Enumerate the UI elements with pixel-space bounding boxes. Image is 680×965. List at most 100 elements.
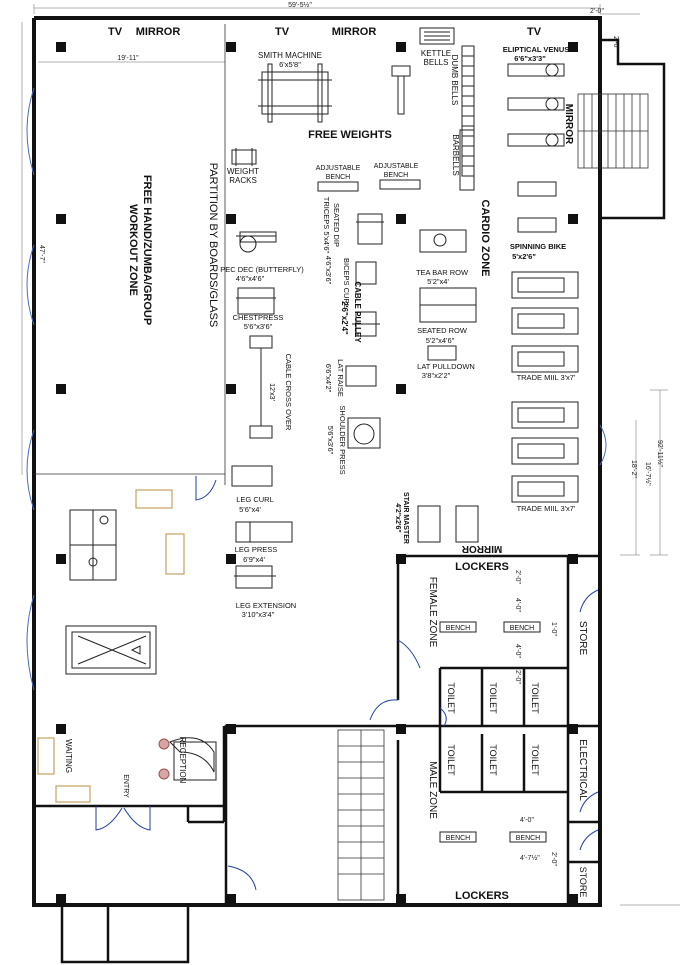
shoulder-press-line2: 5'6"x3'6"	[326, 426, 335, 455]
dimension-lines: 59'-5½" 2'-0" 2'-0" 19'-11" 47'-7" 92'-1…	[21, 1, 680, 906]
locker-dim-d: 4'-0"	[514, 644, 521, 658]
chest-press-size: 5'6"x3'6"	[244, 322, 273, 331]
leg-press: LEG PRESS 6'9"x4'	[235, 521, 293, 564]
dim-top-right-b: 2'-0"	[612, 36, 619, 50]
reception-label: RECEPTION	[178, 737, 187, 784]
dim-zone-width: 19'-11"	[117, 55, 139, 62]
shoulder-press-line1: SHOULDER PRESS	[338, 405, 347, 474]
locker-block	[396, 554, 600, 905]
reception-area: WAITING RECEPTION ENTRY	[34, 726, 226, 831]
cable-pulley-line1: CABLE PULLEY	[353, 281, 362, 343]
mirror-label-1: MIRROR	[136, 26, 181, 38]
lat-raise: LAT RAISE 6'6"x4'2"	[324, 359, 377, 397]
seated-dip-line1: SEATED DIP	[332, 203, 341, 247]
top-wall-labels: TV MIRROR TV MIRROR TV	[108, 26, 542, 38]
leg-curl-name: LEG CURL	[236, 495, 274, 504]
lat-pulldown: LAT PULLDOWN 3'8"x2'2"	[417, 345, 475, 380]
spinning-name: SPINNING BIKE	[510, 242, 566, 251]
toilet-2-label: TOILET	[488, 682, 498, 714]
leg-press-name: LEG PRESS	[235, 545, 278, 554]
columns	[56, 42, 578, 904]
kettle-bells-line1: KETTLE	[421, 49, 451, 58]
kettle-bells: KETTLE BELLS	[419, 27, 455, 67]
weight-racks-line1: WEIGHT	[227, 167, 259, 176]
adj-bench-1-line1: ADJUSTABLE	[316, 165, 361, 172]
leg-extension: LEG EXTENSION 3'10"x3'4"	[234, 565, 296, 619]
mirror-bottom-label: MIRROR	[461, 543, 502, 554]
kettle-bells-line2: BELLS	[424, 58, 449, 67]
locker-dim-c: 1'-0"	[550, 622, 557, 636]
bench-3-shape	[439, 831, 477, 843]
zone-cardio: CARDIO ZONE	[479, 200, 491, 277]
biceps-curl: BICEPS CURL 4'6"x3'6"	[324, 256, 377, 308]
barbells-label: BARBELLS	[451, 134, 460, 175]
spinning-bikes: SPINNING BIKE 5'x2'6"	[510, 181, 566, 261]
bench-4-label: BENCH	[516, 835, 541, 842]
seated-dip-triceps: SEATED DIP TRICEPS 5'x4'6"	[322, 197, 384, 254]
bench-1-shape	[439, 621, 477, 633]
adjustable-bench-1: ADJUSTABLE BENCH	[316, 165, 361, 192]
elliptical-size: 6'6"x3'3"	[514, 54, 546, 63]
male-zone-label: MALE ZONE	[427, 761, 438, 819]
store-top-label: STORE	[577, 621, 588, 656]
chest-press-name: CHESTPRESS	[233, 313, 284, 322]
electrical-label: ELECTRICAL	[577, 739, 588, 801]
waiting-label: WAITING	[64, 739, 73, 773]
cable-cross-size: 12'x3'	[268, 383, 275, 401]
leg-curl: LEG CURL 5'6"x4'	[231, 465, 274, 514]
seated-row-size: 5'2"x4'6"	[426, 336, 455, 345]
treadmill-top-label: TRADE MIIL 3'x7'	[517, 373, 576, 382]
biceps-curl-line2: 4'6"x3'6"	[324, 256, 333, 285]
male-dim-a: 4'-0"	[520, 817, 534, 824]
male-dim-b: 4'-7½"	[520, 854, 540, 862]
dim-right-total: 92'-11½"	[656, 440, 664, 468]
biceps-curl-line1: BICEPS CURL	[342, 258, 351, 308]
staircase-right	[577, 93, 649, 169]
weight-racks: WEIGHT RACKS	[227, 148, 259, 185]
leg-extension-size: 3'10"x3'4"	[242, 610, 275, 619]
tv-label-3: TV	[527, 26, 542, 38]
leg-press-size: 6'9"x4'	[243, 555, 265, 564]
dim-right-b: 16'-7½"	[644, 462, 652, 486]
locker-dim-a: 2'-0"	[514, 570, 521, 584]
smith-machine-size: 6'x5'8"	[279, 60, 301, 69]
barbells: BARBELLS	[451, 129, 475, 191]
tv-label-2: TV	[275, 26, 290, 38]
cable-pulley-line2: 2'6"x2'4"	[340, 301, 349, 335]
bench-press-bar-icon	[397, 75, 405, 115]
partition-label: PARTITION BY BOARDS/GLASS	[207, 163, 219, 327]
zone-free-hand-line1: FREE HAND/ZUMBA/GROUP	[141, 175, 153, 325]
tea-bar-row: TEA BAR ROW 5'2"x4'	[416, 229, 469, 286]
leg-extension-name: LEG EXTENSION	[236, 601, 296, 610]
locker-dim-e: 2'-0"	[514, 670, 521, 684]
toilet-1-label: TOILET	[446, 682, 456, 714]
left-windows	[26, 87, 607, 691]
cable-cross-label: CABLE CROSS OVER	[284, 354, 293, 431]
treadmills-bottom: TRADE MIIL 3'x7'	[511, 401, 579, 513]
mirror-label-2: MIRROR	[332, 26, 377, 38]
dumb-bells-label: DUMB BELLS	[450, 55, 459, 106]
lat-pulldown-size: 3'8"x2'2"	[422, 371, 451, 380]
elliptical-name: ELIPTICAL VENUS	[503, 45, 570, 54]
lockers-top-label: LOCKERS	[455, 561, 509, 573]
tbar-name: TEA BAR ROW	[416, 268, 469, 277]
store-bottom-label: STORE	[578, 867, 588, 898]
toilet-5-label: TOILET	[488, 744, 498, 776]
seated-row-name: SEATED ROW	[417, 326, 468, 335]
chest-press: CHESTPRESS 5'6"x3'6"	[233, 287, 284, 331]
weight-racks-line2: RACKS	[229, 176, 257, 185]
pec-dec-size: 4'6"x4'6"	[236, 274, 265, 283]
seated-dip-line2: TRICEPS 5'x4'6"	[322, 197, 331, 254]
shoulder-press: SHOULDER PRESS 5'6"x3'6"	[326, 405, 381, 475]
lockers-bottom-label: LOCKERS	[455, 890, 509, 902]
dim-right-a: 18'-2"	[630, 460, 637, 478]
lounge-area	[69, 489, 185, 581]
male-dim-c: 2'-0"	[550, 852, 557, 866]
adj-bench-2-line2: BENCH	[384, 172, 409, 179]
tbar-size: 5'2"x4'	[427, 277, 449, 286]
bench-3-label: BENCH	[446, 835, 471, 842]
smith-machine: SMITH MACHINE 6'x5'8"	[258, 51, 332, 123]
tv-label-1: TV	[108, 26, 123, 38]
dumb-bells-rack: DUMB BELLS	[450, 45, 475, 177]
leg-curl-size: 5'6"x4'	[239, 505, 261, 514]
